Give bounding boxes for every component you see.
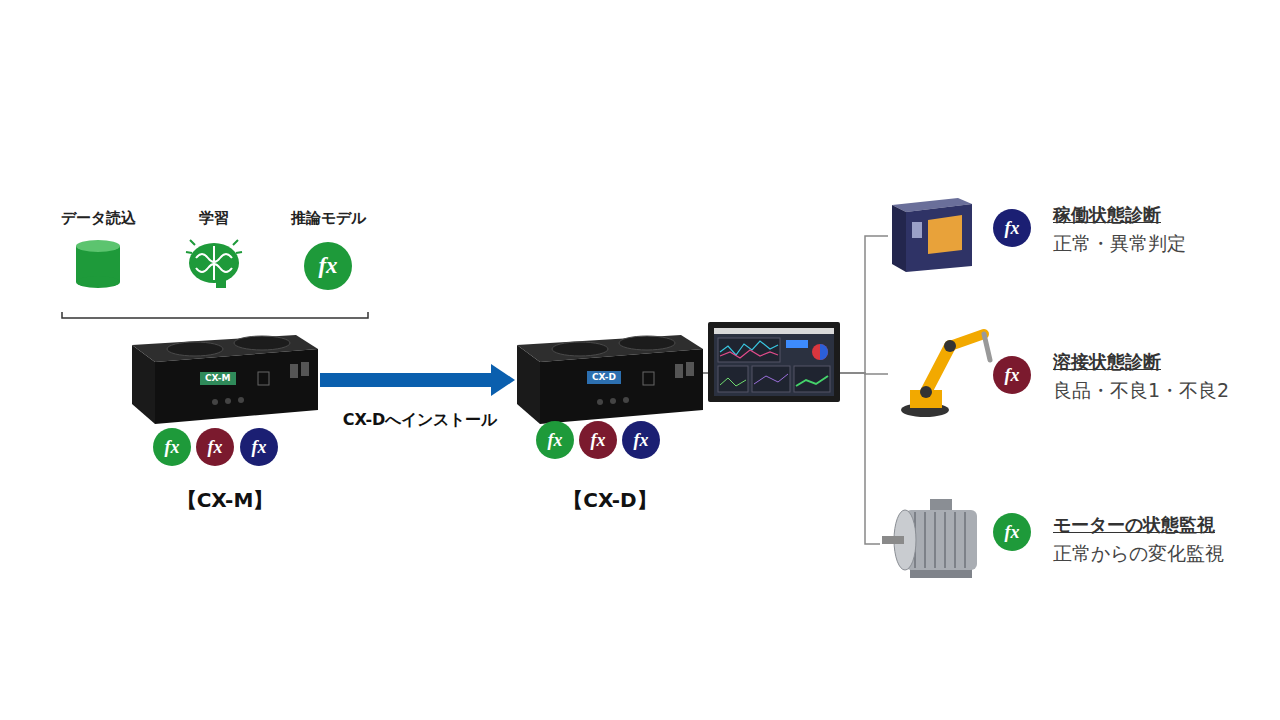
diagnosis-detail: 正常からの変化監視	[1053, 541, 1224, 567]
edge-label: CX-Dへインストール	[343, 410, 498, 431]
brain-icon	[186, 240, 242, 288]
diagnosis-title: 稼働状態診断	[1053, 203, 1161, 227]
machine-cabinet	[892, 198, 972, 272]
function-label: データ読込	[61, 209, 136, 228]
install-arrow	[320, 373, 491, 387]
function-label: 学習	[199, 209, 229, 228]
welding-robot	[901, 334, 990, 417]
edge-computer	[132, 335, 318, 424]
dashboard-monitor	[708, 322, 840, 402]
model-icon: fx	[240, 428, 278, 466]
model-icon: fx	[153, 428, 191, 466]
machine-target: 稼働状態診断正常・異常判定	[888, 198, 1228, 274]
edge-device: CX-M【CX-M】	[130, 335, 320, 425]
device-name: 【CX-D】	[515, 487, 705, 514]
model-icon: fx	[196, 428, 234, 466]
edge-device: CX-D【CX-D】	[515, 335, 695, 425]
model-icon: fx	[536, 421, 574, 459]
device-name: 【CX-M】	[130, 487, 320, 514]
model-icon: fx	[304, 242, 352, 290]
model-icon: fx	[993, 356, 1031, 394]
machine-target: 溶接状態診断良品・不良1・不良2	[888, 330, 1228, 418]
electric-motor	[882, 499, 977, 578]
function-label: 推論モデル	[291, 209, 366, 228]
diagnosis-detail: 良品・不良1・不良2	[1053, 378, 1229, 404]
diagnosis-detail: 正常・異常判定	[1053, 231, 1186, 257]
device-panel-label: CX-M	[200, 372, 236, 385]
bracket	[62, 312, 368, 318]
model-icon: fx	[993, 513, 1031, 551]
model-icon: fx	[579, 421, 617, 459]
edge-computer	[517, 335, 703, 424]
device-panel-label: CX-D	[587, 371, 621, 384]
diagnosis-title: 溶接状態診断	[1053, 350, 1161, 374]
model-icon: fx	[622, 421, 660, 459]
diagnosis-title: モーターの状態監視	[1053, 513, 1215, 537]
machine-target: モーターの状態監視正常からの変化監視	[880, 500, 1250, 588]
model-icon: fx	[993, 209, 1031, 247]
database-icon	[76, 240, 120, 288]
